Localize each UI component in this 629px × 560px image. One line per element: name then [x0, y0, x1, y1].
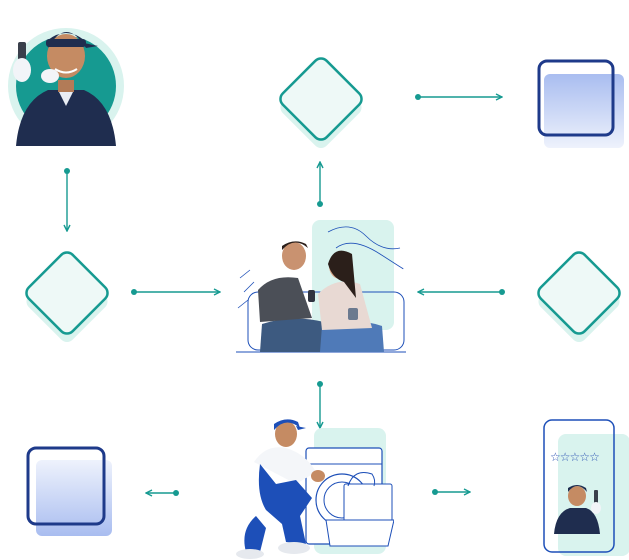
bottom-left-box — [26, 446, 112, 536]
top-diamond — [279, 57, 363, 149]
couple-photo — [236, 220, 406, 353]
connector-origin-dot — [317, 201, 323, 207]
connector-origin-dot — [173, 490, 179, 496]
connector-origin-dot — [415, 94, 421, 100]
connector-origin-dot — [499, 289, 505, 295]
star-icon: ☆ — [579, 450, 590, 464]
star-icon: ☆ — [569, 450, 581, 464]
five-star-rating: ☆☆☆☆☆ — [550, 450, 600, 464]
left-diamond — [25, 251, 109, 343]
phone-review: ☆☆☆☆☆ — [536, 418, 629, 556]
star-icon: ☆ — [589, 450, 600, 464]
technician-photo — [8, 28, 124, 146]
right-diamond — [537, 251, 621, 343]
connector-origin-dot — [317, 381, 323, 387]
connector-origin-dot — [131, 289, 137, 295]
connector-origin-dot — [64, 168, 70, 174]
connector-origin-dot — [432, 489, 438, 495]
star-icon: ☆ — [559, 450, 571, 464]
star-icon: ☆ — [550, 450, 561, 464]
top-right-box — [537, 59, 624, 148]
technician-thumbnail — [554, 485, 601, 534]
washing-machine-repair-photo — [236, 419, 394, 559]
